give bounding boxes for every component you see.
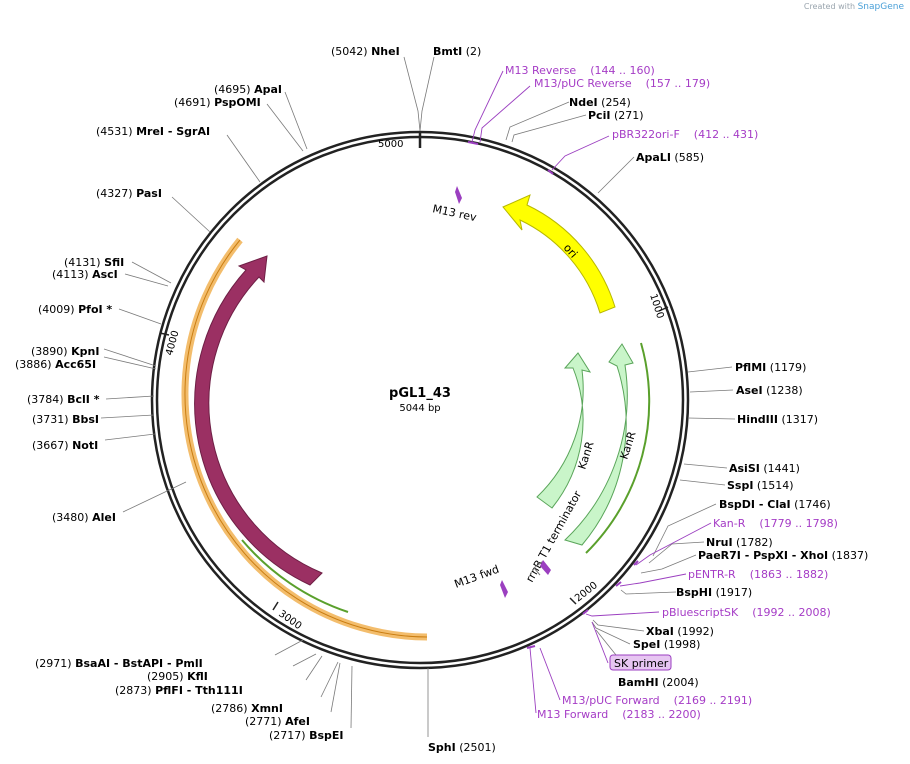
site-nrui[interactable]: NruI (1782)	[706, 536, 773, 549]
feature-psg5-rep[interactable]	[194, 255, 323, 586]
sk-primer-box[interactable]	[609, 654, 672, 671]
tick-5000: 5000	[378, 139, 403, 150]
site-asisi[interactable]: AsiSI (1441)	[729, 462, 800, 475]
feature-ori[interactable]	[502, 194, 616, 314]
tick-label: 4000	[164, 329, 181, 356]
credit-prefix: Created with	[803, 2, 856, 11]
primer-marks	[467, 141, 639, 649]
site-mrei-sgrai[interactable]: (4531) MreI - SgrAI	[96, 125, 210, 138]
terminator-marker[interactable]	[540, 560, 551, 575]
site-kfli[interactable]: (2905) KflI	[147, 670, 208, 683]
primer-m13puc-reverse[interactable]: M13/pUC Reverse(157 .. 179)	[534, 77, 710, 90]
site-nhei[interactable]: (5042) NheI	[331, 45, 400, 58]
primer-leaders	[471, 70, 712, 714]
site-alei[interactable]: (3480) AleI	[52, 511, 116, 524]
site-sphi[interactable]: SphI (2501)	[428, 741, 496, 754]
site-bspei[interactable]: (2717) BspEI	[269, 729, 344, 742]
site-pfoi[interactable]: (4009) PfoI *	[38, 303, 112, 316]
site-acc65i[interactable]: (3886) Acc65I	[15, 358, 96, 371]
site-pcii[interactable]: PciI (271)	[588, 109, 644, 122]
primer-kan-r[interactable]: Kan-R(1779 .. 1798)	[713, 517, 838, 530]
site-apai[interactable]: (4695) ApaI	[214, 83, 282, 96]
psg5-outer-line	[184, 239, 428, 638]
site-bamhi[interactable]: BamHI (2004)	[618, 676, 699, 689]
primer-labels: M13 Reverse(144 .. 160) M13/pUC Reverse(…	[505, 64, 838, 721]
site-asci[interactable]: (4113) AscI	[52, 268, 118, 281]
primer-m13-reverse[interactable]: M13 Reverse(144 .. 160)	[505, 64, 655, 77]
plasmid-length: 5044 bp	[399, 403, 440, 414]
site-ndei[interactable]: NdeI (254)	[569, 96, 631, 109]
tick-2000: 2000	[569, 580, 600, 605]
site-bmti[interactable]: BmtI (2)	[433, 45, 481, 58]
site-pflmi[interactable]: PflMI (1179)	[735, 361, 806, 374]
primer-m13puc-forward[interactable]: M13/pUC Forward(2169 .. 2191)	[562, 694, 752, 707]
site-kpni[interactable]: (3890) KpnI	[31, 345, 99, 358]
site-apali[interactable]: ApaLI (585)	[636, 151, 704, 164]
primer-pentr-r[interactable]: pENTR-R(1863 .. 1882)	[688, 568, 828, 581]
primer-m13-forward[interactable]: M13 Forward(2183 .. 2200)	[537, 708, 701, 721]
site-noti[interactable]: (3667) NotI	[32, 439, 98, 452]
tick-label: 5000	[378, 139, 403, 150]
m13-fwd-marker[interactable]	[500, 580, 508, 598]
site-pasi[interactable]: (4327) PasI	[96, 187, 162, 200]
primer-pbr322ori-f[interactable]: pBR322ori-F(412 .. 431)	[612, 128, 758, 141]
site-paer7i[interactable]: PaeR7I - PspXI - XhoI (1837)	[698, 549, 868, 562]
site-bcli[interactable]: (3784) BclI *	[27, 393, 100, 406]
feature-psg5-rep-label: pSG5 Rep	[215, 400, 239, 460]
site-xbai[interactable]: XbaI (1992)	[646, 625, 714, 638]
site-sfii[interactable]: (4131) SfiI	[64, 256, 124, 269]
plasmid-name: pGL1_43	[389, 386, 451, 401]
m13-rev-marker[interactable]	[455, 186, 462, 204]
site-labels: (5042) NheI BmtI (2) NdeI (254) PciI (27…	[15, 45, 868, 754]
feature-kanr-inner[interactable]	[536, 352, 592, 509]
site-xmni[interactable]: (2786) XmnI	[211, 702, 283, 715]
feature-kanr-outer-label: KanR	[617, 430, 638, 461]
site-asei[interactable]: AseI (1238)	[736, 384, 803, 397]
credit-brand: SnapGene	[857, 2, 904, 12]
site-hindiii[interactable]: HindIII (1317)	[737, 413, 818, 426]
site-bsaai[interactable]: (2971) BsaAI - BstAPI - PmlI	[35, 657, 203, 670]
site-bsphi[interactable]: BspHI (1917)	[676, 586, 752, 599]
site-sspi[interactable]: SspI (1514)	[727, 479, 794, 492]
m13-rev-label: M13 rev	[431, 202, 478, 224]
site-pflfi[interactable]: (2873) PflFI - Tth111I	[115, 684, 243, 697]
primer-pbluescriptsk[interactable]: pBluescriptSK(1992 .. 2008)	[662, 606, 831, 619]
snapgene-credit: Created with SnapGene	[804, 2, 904, 12]
site-pspomi[interactable]: (4691) PspOMI	[174, 96, 261, 109]
feature-kanr-outer[interactable]	[564, 343, 634, 546]
site-bbsi[interactable]: (3731) BbsI	[32, 413, 99, 426]
primer-sk-primer: SK primer	[614, 657, 669, 670]
psg5-green-line	[241, 539, 349, 613]
m13-fwd-label: M13 fwd	[453, 563, 501, 591]
site-spei[interactable]: SpeI (1998)	[633, 638, 700, 651]
site-leaders	[100, 56, 736, 737]
site-afei[interactable]: (2771) AfeI	[245, 715, 310, 728]
kanr-green-line	[585, 342, 651, 554]
site-bspdi-clai[interactable]: BspDI - ClaI (1746)	[719, 498, 831, 511]
